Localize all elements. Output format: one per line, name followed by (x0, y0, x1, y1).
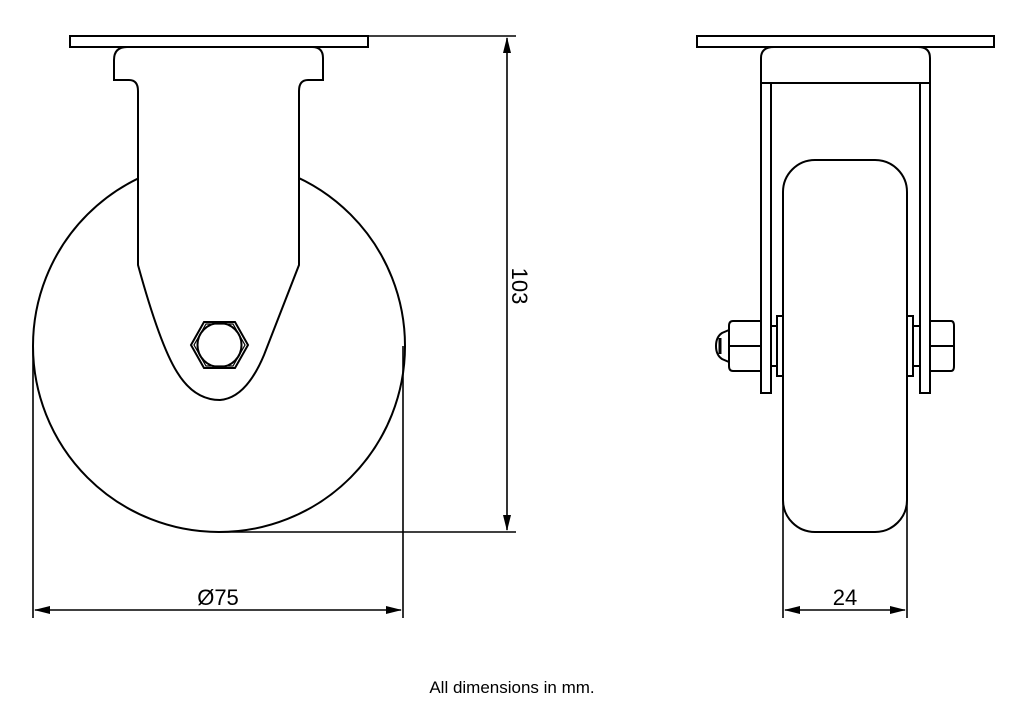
side-view (32, 35, 406, 533)
axle-bolt (196, 322, 243, 368)
width-label: 24 (833, 585, 857, 610)
bracket-leg-left (760, 82, 772, 394)
fork-bracket (113, 46, 324, 402)
hex-nut-chamfer (193, 323, 246, 367)
top-plate (69, 35, 369, 48)
front-view (696, 35, 995, 533)
wheel-tread (782, 159, 908, 533)
hex-nut (189, 321, 250, 369)
bracket-top (760, 46, 931, 84)
top-plate-front (696, 35, 995, 48)
width-dimension: 24 (782, 500, 908, 618)
bracket-leg-right (919, 82, 931, 394)
diameter-dimension: Ø75 (32, 346, 404, 618)
height-dimension: 103 (219, 35, 532, 533)
diameter-label: Ø75 (197, 585, 239, 610)
lock-nut-cap (714, 328, 730, 364)
units-note: All dimensions in mm. (429, 678, 595, 697)
height-label: 103 (507, 268, 532, 305)
